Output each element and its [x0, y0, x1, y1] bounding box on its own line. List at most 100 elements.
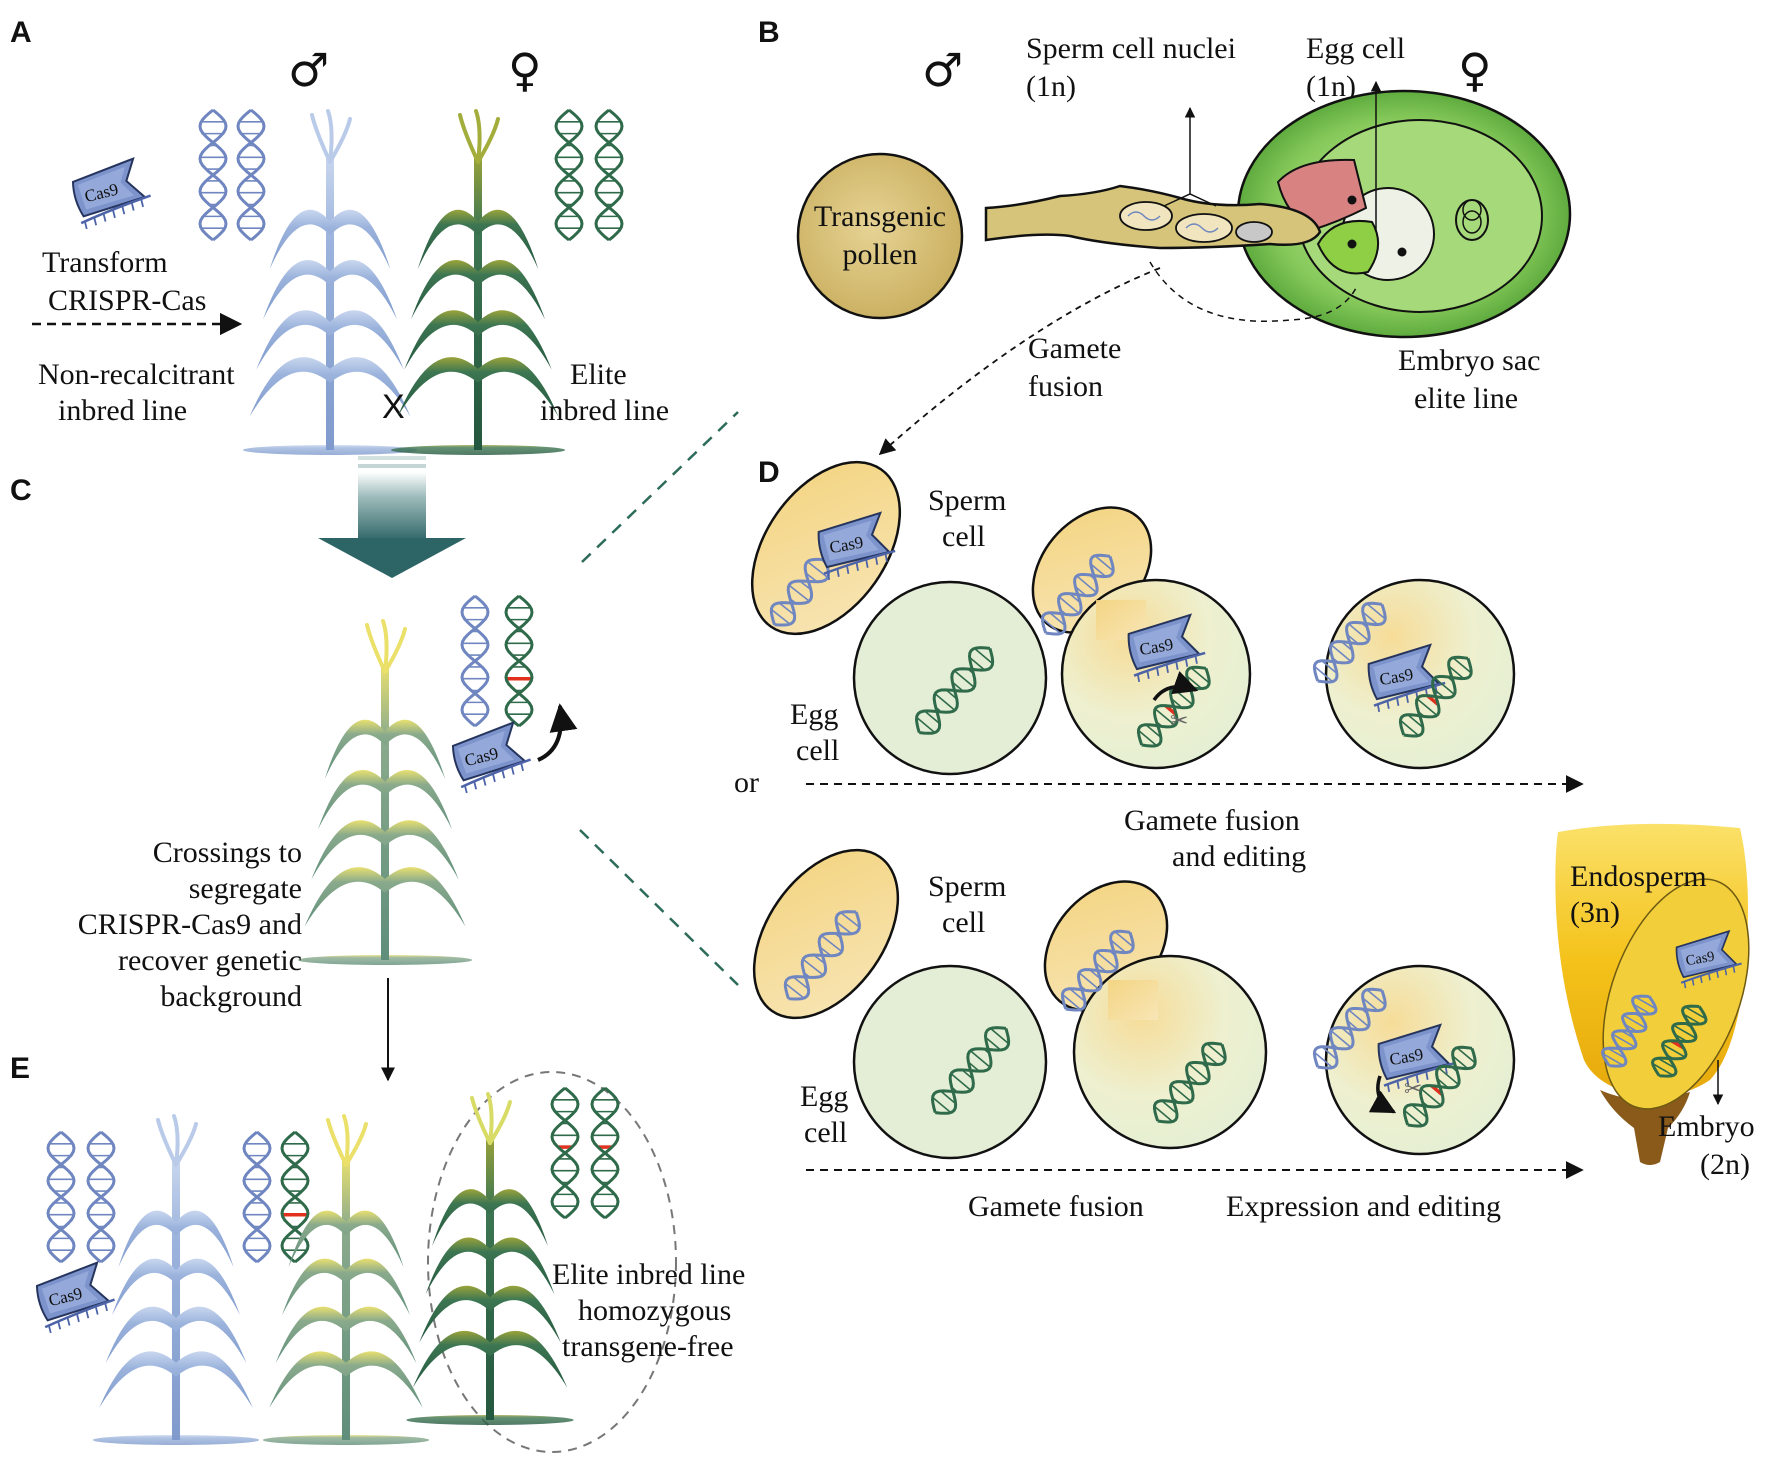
panel-label-d: D	[758, 456, 780, 489]
transgenic-pollen-icon	[796, 152, 964, 320]
dna-helix-icon	[1402, 1045, 1477, 1128]
dna-helix-icon	[590, 1086, 620, 1220]
sperm-nuclei-ploidy-label: (1n)	[1026, 70, 1076, 103]
blue-maize-plant-icon	[242, 109, 418, 455]
egg-cell-d-label: cell	[804, 1116, 847, 1149]
pollen-label: pollen	[843, 238, 918, 271]
embryo-sac-label: Embryo sac	[1398, 344, 1540, 377]
selection-dashed-ellipse	[427, 1071, 677, 1453]
expression-curved-arrow	[1368, 1075, 1397, 1114]
down-arrow-icon	[318, 456, 466, 578]
cas9-protein-icon: Cas9	[71, 156, 151, 230]
cas9-protein-icon: Cas9	[1127, 613, 1206, 683]
crossings-text: recover genetic	[118, 944, 302, 977]
dna-helix-icon	[1312, 987, 1387, 1070]
sperm-cell-label: cell	[942, 520, 985, 553]
dna-helix-icon	[1398, 655, 1473, 738]
expression-editing-label: Expression and editing	[1226, 1190, 1501, 1223]
panel-label-b: B	[758, 16, 780, 49]
cross-symbol: X	[382, 388, 405, 426]
editing-curved-arrow	[1152, 671, 1199, 702]
dna-helix-icon	[1040, 553, 1115, 636]
panel-label-e: E	[10, 1052, 30, 1085]
crossings-text: segregate	[189, 872, 302, 905]
embryo-ploidy-label: (2n)	[1700, 1148, 1750, 1181]
cas9-curved-arrow-c	[537, 703, 578, 762]
egg-label: Egg	[790, 698, 838, 731]
elite-maize-plant-icon	[406, 1092, 574, 1425]
dna-helix-icon	[554, 108, 584, 242]
and-editing-label: and editing	[1172, 840, 1306, 873]
elite-maize-plant-icon	[390, 109, 566, 455]
endosperm-ploidy-label: (3n)	[1570, 896, 1620, 929]
crispr-cas-label: CRISPR-Cas	[48, 284, 206, 317]
sperm-label: Sperm	[928, 484, 1006, 517]
vegetative-nucleus-icon	[1235, 221, 1273, 243]
dna-helix-icon	[504, 594, 534, 728]
sperm-label: Sperm	[928, 870, 1006, 903]
hybrid-maize-plant-icon	[297, 619, 473, 965]
dna-blue-pair-icon	[198, 108, 266, 242]
dna-helix-icon	[914, 646, 995, 735]
dna-green-pair-icon	[554, 108, 624, 242]
dna-helix-icon	[1060, 929, 1135, 1012]
cas9-protein-icon: Cas9	[1675, 929, 1742, 989]
hybrid-maize-plant-icon	[262, 1114, 430, 1445]
male-symbol-b: ♂	[922, 43, 963, 97]
dna-helix-icon	[930, 1026, 1011, 1115]
crossings-text: CRISPR-Cas9 and	[78, 908, 302, 941]
egg-cell-d-label: cell	[796, 734, 839, 767]
dna-helix-icon	[1650, 1004, 1708, 1078]
egg-label: Egg	[800, 1080, 848, 1113]
zoom-connector-top	[581, 411, 739, 563]
sperm-nuclei-label: Sperm cell nuclei	[1026, 32, 1236, 65]
dna-helix-icon	[86, 1130, 116, 1264]
svg-text:Cas9: Cas9	[1685, 949, 1716, 970]
homozygous-label: homozygous	[578, 1294, 731, 1327]
dna-helix-icon	[550, 1086, 580, 1220]
dna-helix-icon	[1152, 1041, 1227, 1124]
panel-label-a: A	[10, 16, 32, 49]
crossings-text: background	[160, 980, 302, 1013]
scissors-icon: ✂	[1170, 708, 1188, 733]
dna-helix-icon	[460, 594, 490, 728]
sperm-nucleus-icon	[1119, 201, 1173, 231]
dna-helix-icon	[1600, 994, 1658, 1068]
nonrecalcitrant-label: Non-recalcitrant	[38, 358, 235, 391]
cas9-protein-icon: Cas9	[1367, 643, 1446, 713]
fused-zygote-icon	[1043, 880, 1268, 1150]
elite-inbred-homozygous-label: Elite inbred line	[552, 1258, 745, 1291]
crossings-text: Crossings to	[153, 836, 302, 869]
inbred-line-label: inbred line	[58, 394, 187, 427]
cas9-protein-icon: Cas9	[451, 720, 531, 794]
dna-helix-icon	[236, 108, 266, 242]
sperm-cell-label: cell	[942, 906, 985, 939]
egg-cell-icon	[852, 580, 1048, 776]
elite-label: Elite	[570, 358, 627, 391]
embryo-label: Embryo	[1658, 1110, 1755, 1143]
scissors-icon: ✂	[1404, 1076, 1422, 1101]
panel-label-c: C	[10, 474, 32, 507]
gamete-label: Gamete	[1028, 332, 1121, 365]
transgenic-label: Transgenic	[814, 200, 946, 233]
egg-cell-icon	[852, 964, 1048, 1160]
dna-helix-icon	[242, 1130, 272, 1264]
gamete-fusion-dashed-arc	[1149, 261, 1357, 323]
female-symbol-b: ♀	[1458, 43, 1492, 97]
dna-helix-icon	[46, 1130, 76, 1264]
dna-helix-icon	[198, 108, 228, 242]
dna-helix-icon	[1312, 601, 1387, 684]
male-symbol-a: ♂	[288, 43, 329, 97]
female-symbol-a: ♀	[508, 43, 542, 97]
dna-helix-icon	[783, 910, 861, 1001]
gamete-fusion-editing-label: Gamete fusion	[1124, 804, 1300, 837]
transgene-free-label: transgene-free	[562, 1330, 734, 1363]
fusion-label: fusion	[1028, 370, 1103, 403]
endosperm-label: Endosperm	[1570, 860, 1707, 893]
gamete-fusion-label-d: Gamete fusion	[968, 1190, 1144, 1223]
sperm-nucleus-icon	[1175, 213, 1233, 243]
zoom-connector-bottom	[579, 829, 739, 986]
gamete-fusion-arrow	[878, 267, 1161, 456]
egg-cell-label: Egg cell	[1306, 32, 1405, 65]
maize-seed-icon	[1555, 823, 1750, 1165]
